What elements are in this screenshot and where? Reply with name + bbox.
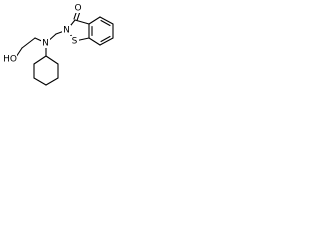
bond-benzene-1: [88, 16, 101, 25]
bond-benzene-inner-2: [100, 35, 111, 43]
atom-label-n-amine: N: [42, 39, 49, 49]
cyclohexane-ring: [33, 55, 59, 86]
molecule-structure: O N S N HO: [2, 3, 114, 86]
bond-ethyl-2: [21, 37, 36, 49]
atom-label-hydroxyl: HO: [3, 55, 17, 65]
atom-label-s-ring: S: [72, 37, 78, 47]
bond-cyclohexane-6: [33, 55, 47, 65]
bond-benzene-2: [99, 16, 114, 25]
atom-label-o-carbonyl: O: [74, 4, 81, 14]
bond-cyclohexane-4: [33, 77, 47, 86]
bond-benzene-inner-1: [100, 19, 111, 27]
bond-cyclohexane-1: [45, 55, 59, 65]
atom-label-n-ring: N: [63, 26, 70, 36]
atom-labels: O N S N HO: [2, 3, 82, 65]
bond-cyclohexane-3: [45, 77, 59, 86]
bond-benzene-4: [99, 37, 114, 46]
bond-benzene-5: [88, 37, 101, 46]
